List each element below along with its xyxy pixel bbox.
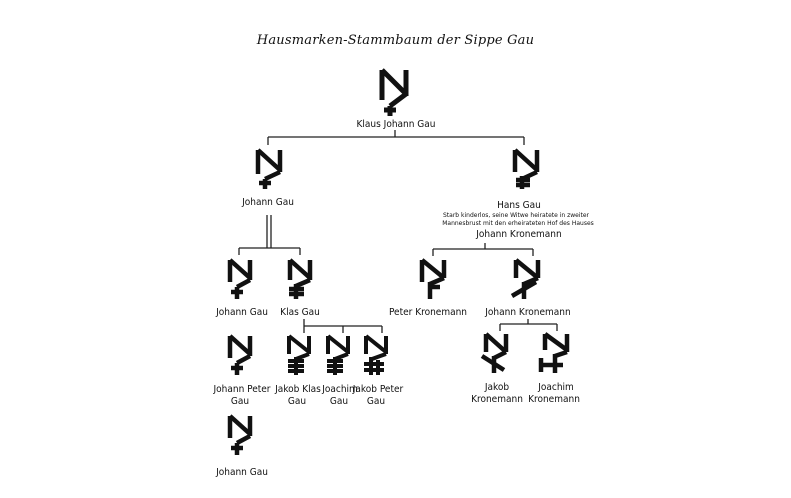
person-name: Johann Gau (216, 467, 268, 478)
person-name: Jakob (484, 382, 510, 393)
house-mark-hook-icon (538, 332, 570, 373)
person-name: Kronemann (528, 394, 580, 405)
house-mark-flag-icon (419, 258, 447, 299)
person-note: Mannesbrust mit den erheirateten Hof des… (442, 220, 594, 227)
person-name: Klas Gau (280, 307, 320, 318)
house-mark-cross-icon (227, 334, 253, 375)
person-name: Johann Peter (213, 384, 271, 395)
house-mark-hash-icon (364, 334, 388, 375)
person-name: Gau (287, 396, 307, 407)
house-mark-cross-icon (227, 258, 253, 299)
person-name: Jakob Klas (275, 384, 321, 395)
house-mark-triple-bar-icon (326, 334, 350, 375)
person-name: Kronemann (471, 394, 523, 405)
person-name: Johann Kronemann (485, 307, 571, 318)
person-name: Peter Kronemann (388, 307, 468, 318)
person-name: Joachim (322, 384, 358, 395)
person-name: Johann Gau (242, 197, 294, 208)
house-mark-cross-icon (255, 148, 283, 189)
house-mark-slash-icon (510, 258, 541, 299)
house-mark-cross-icon (227, 414, 253, 455)
person-name: Johann Kronemann (476, 229, 562, 240)
person-name: Klaus Johann Gau (356, 119, 436, 130)
person-name: Jakob Peter (352, 384, 404, 395)
person-name: Gau (329, 396, 349, 407)
house-mark-slash-left-icon (480, 332, 509, 373)
house-mark-double-bar-icon (512, 148, 540, 189)
person-name: Johann Gau (216, 307, 268, 318)
person-name: Gau (230, 396, 250, 407)
person-name: Joachim (538, 382, 574, 393)
page-title: Hausmarken-Stammbaum der Sippe Gau (256, 33, 535, 48)
person-note: Starb kinderlos, seine Witwe heiratete i… (442, 212, 590, 219)
person-name: Hans Gau (497, 200, 541, 211)
house-mark-double-bar-icon (287, 258, 313, 299)
person-name: Gau (366, 396, 386, 407)
house-mark-triple-bar-icon (287, 334, 311, 375)
house-mark-cross-icon (379, 68, 409, 116)
